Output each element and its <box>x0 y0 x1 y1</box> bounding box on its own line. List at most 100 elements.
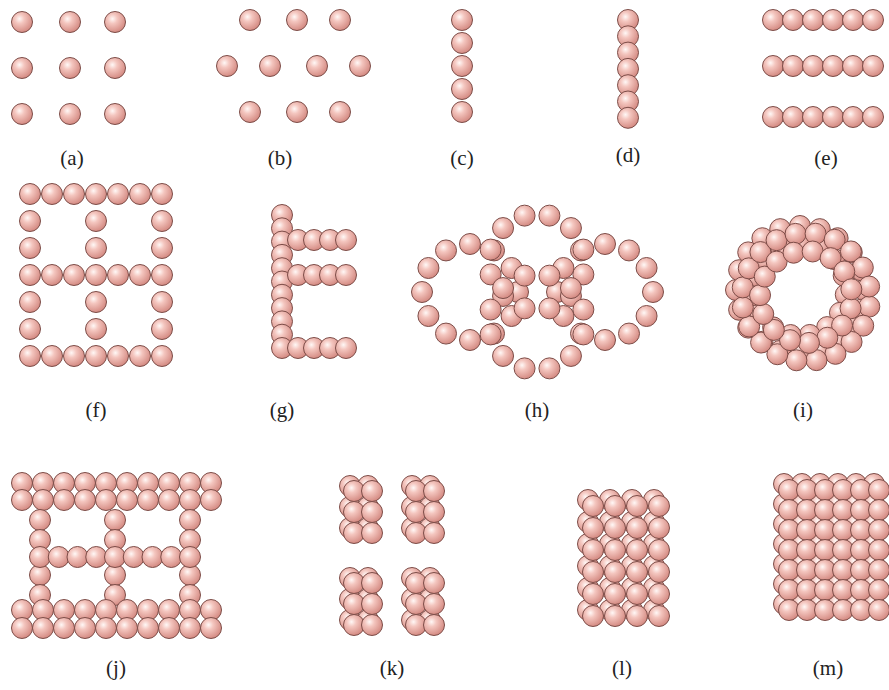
sphere <box>287 10 308 31</box>
sphere <box>627 606 648 627</box>
sphere <box>33 490 54 511</box>
panel-label: (h) <box>525 398 550 423</box>
sphere <box>130 184 151 205</box>
sphere <box>514 205 535 226</box>
sphere <box>823 10 844 31</box>
sphere <box>12 12 33 33</box>
sphere <box>803 10 824 31</box>
sphere <box>159 490 180 511</box>
sphere <box>573 239 594 260</box>
sphere <box>86 184 107 205</box>
sphere <box>130 346 151 367</box>
sphere <box>20 265 41 286</box>
sphere <box>783 10 804 31</box>
sphere <box>539 358 560 379</box>
panel-label: (j) <box>106 656 126 681</box>
sphere <box>583 606 604 627</box>
sphere <box>336 265 357 286</box>
sphere <box>105 104 126 125</box>
sphere <box>763 56 784 77</box>
sphere <box>412 282 433 303</box>
sphere <box>20 346 41 367</box>
sphere <box>159 618 180 639</box>
sphere <box>605 518 626 539</box>
sphere <box>869 560 889 581</box>
sphere <box>583 518 604 539</box>
sphere <box>452 10 473 31</box>
sphere <box>418 306 439 327</box>
sphere <box>539 298 560 319</box>
sphere <box>460 234 481 255</box>
sphere <box>152 238 173 259</box>
sphere <box>803 107 824 128</box>
sphere <box>605 540 626 561</box>
sphere <box>152 319 173 340</box>
sphere <box>750 285 771 306</box>
sphere <box>336 338 357 359</box>
sphere <box>330 102 351 123</box>
sphere <box>583 584 604 605</box>
sphere <box>573 324 594 345</box>
sphere <box>20 292 41 313</box>
sphere <box>75 490 96 511</box>
sphere <box>560 218 581 239</box>
sphere <box>783 107 804 128</box>
panel-label: (g) <box>270 398 295 423</box>
sphere <box>649 540 670 561</box>
sphere <box>180 547 201 568</box>
sphere <box>643 282 664 303</box>
panel-label: (f) <box>86 398 107 423</box>
sphere <box>67 547 88 568</box>
sphere <box>583 562 604 583</box>
sphere <box>869 600 889 621</box>
sphere <box>493 278 514 299</box>
sphere <box>336 230 357 251</box>
sphere <box>240 10 261 31</box>
sphere <box>117 490 138 511</box>
sphere <box>180 490 201 511</box>
sphere <box>480 299 501 320</box>
sphere <box>803 56 824 77</box>
sphere <box>627 496 648 517</box>
sphere <box>42 265 63 286</box>
sphere <box>108 346 129 367</box>
sphere <box>560 278 581 299</box>
sphere <box>33 618 54 639</box>
sphere <box>605 606 626 627</box>
panel-label: (d) <box>616 143 641 168</box>
sphere <box>123 547 144 568</box>
sphere <box>823 56 844 77</box>
panel-label: (c) <box>450 146 473 171</box>
sphere <box>823 107 844 128</box>
sphere <box>12 104 33 125</box>
sphere <box>783 56 804 77</box>
sphere <box>514 265 535 286</box>
sphere <box>142 547 163 568</box>
sphere <box>424 523 445 544</box>
sphere <box>86 238 107 259</box>
sphere <box>452 79 473 100</box>
panel-label: (l) <box>612 656 632 681</box>
sphere <box>436 323 457 344</box>
sphere <box>287 102 308 123</box>
sphere <box>649 562 670 583</box>
sphere <box>514 298 535 319</box>
sphere <box>350 56 371 77</box>
panel-label: (b) <box>268 146 293 171</box>
sphere <box>96 618 117 639</box>
sphere <box>763 10 784 31</box>
sphere <box>20 184 41 205</box>
sphere <box>75 618 96 639</box>
sphere <box>636 258 657 279</box>
sphere <box>20 319 41 340</box>
sphere <box>452 102 473 123</box>
sphere <box>86 265 107 286</box>
sphere <box>636 306 657 327</box>
sphere <box>130 265 151 286</box>
sphere <box>117 618 138 639</box>
sphere <box>20 238 41 259</box>
sphere <box>152 292 173 313</box>
sphere <box>785 223 806 244</box>
sphere <box>480 324 501 345</box>
sphere <box>843 107 864 128</box>
